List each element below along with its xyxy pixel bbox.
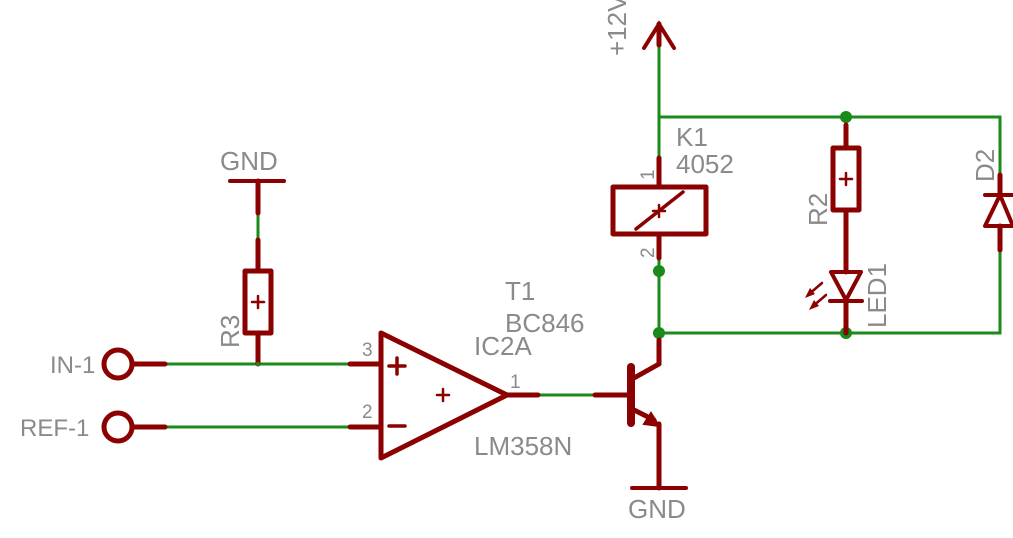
connector-ref: REF-1 — [20, 410, 168, 444]
ic-pin-out: 1 — [510, 372, 521, 393]
gnd-bottom-label: GND — [628, 494, 686, 524]
gnd-top-label: GND — [220, 146, 278, 176]
t1-name: T1 — [505, 276, 535, 306]
ic-pin-inminus: 2 — [362, 402, 373, 423]
connector-in: IN-1 — [50, 347, 168, 381]
supply-label: +12V — [602, 0, 632, 56]
led-led1: LED1 — [805, 237, 892, 336]
k1-value: 4052 — [676, 149, 734, 179]
supply-symbol: +12V — [602, 0, 676, 56]
resistor-r2: R2 — [803, 122, 862, 243]
resistor-r3: R3 — [215, 237, 274, 367]
k1-name: K1 — [676, 122, 708, 152]
diode-d2: D2 — [970, 149, 1013, 253]
t1-value: BC846 — [505, 308, 585, 338]
ref-label: REF-1 — [20, 415, 89, 442]
d2-name: D2 — [970, 149, 1000, 182]
k1-pin2: 2 — [638, 247, 659, 258]
junction-dot — [653, 327, 665, 339]
in-label: IN-1 — [50, 352, 95, 379]
junction-dot — [653, 265, 665, 277]
ic-name: IC2A — [474, 331, 532, 361]
k1-pin1: 1 — [638, 169, 659, 180]
wires — [163, 43, 1002, 429]
transistor-t1: T1 BC846 — [505, 276, 662, 491]
relay-k1: 1 2 K1 4052 — [610, 122, 734, 261]
gnd-symbol-top: GND — [220, 146, 286, 216]
gnd-symbol-bottom: GND — [628, 486, 688, 524]
junction-dot-r3 — [256, 362, 260, 366]
junction-dot — [840, 111, 852, 123]
ic-value: LM358N — [474, 431, 572, 461]
led-name: LED1 — [862, 263, 892, 328]
ic-pin-inplus: 3 — [362, 340, 373, 361]
r3-name: R3 — [215, 315, 245, 348]
r2-name: R2 — [803, 193, 833, 226]
opamp-ic2a: 3 2 1 IC2A LM358N — [347, 330, 572, 461]
